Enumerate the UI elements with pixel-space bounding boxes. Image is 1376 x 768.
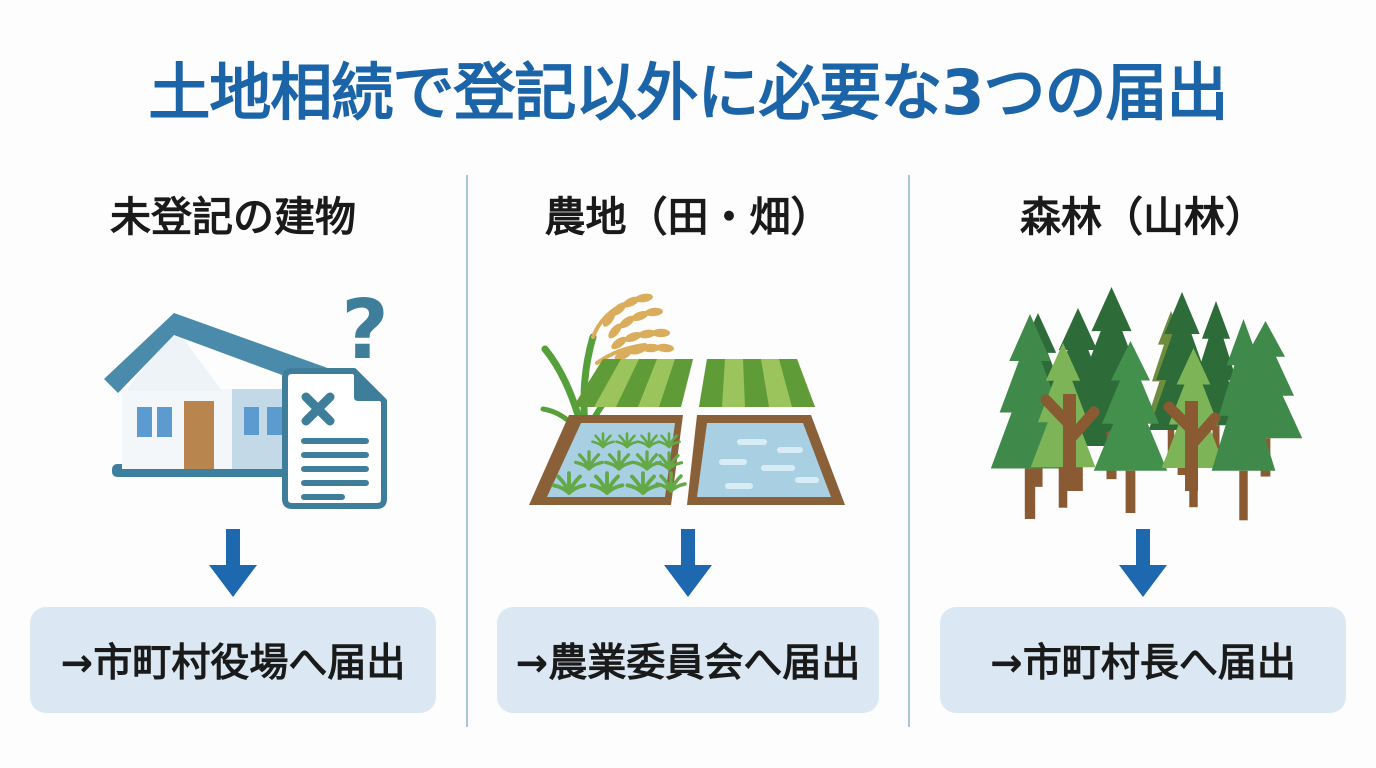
green-field-right bbox=[699, 359, 815, 407]
result-box-municipal-office: →市町村役場へ届出 bbox=[30, 607, 436, 713]
house-roof bbox=[104, 313, 336, 393]
branch-trunk-icon bbox=[1040, 394, 1100, 491]
house-window bbox=[137, 407, 152, 437]
house-door bbox=[184, 401, 214, 469]
column-unregistered-building: 未登記の建物 ? bbox=[0, 175, 466, 730]
house-icon bbox=[104, 313, 336, 477]
house-window bbox=[244, 407, 259, 435]
unregistered-house-icon: ? bbox=[68, 271, 398, 521]
water-field-icon bbox=[687, 415, 845, 505]
column-header: 森林（山林） bbox=[1020, 193, 1266, 241]
column-forest: 森林（山林） bbox=[910, 175, 1376, 730]
farmland-illustration bbox=[529, 292, 845, 505]
column-header: 農地（田・畑） bbox=[544, 193, 832, 241]
house-window bbox=[267, 407, 282, 435]
document-icon bbox=[282, 368, 387, 509]
house-question-document-illustration: ? bbox=[104, 283, 389, 509]
question-mark-icon: ? bbox=[341, 283, 389, 378]
forest-icon bbox=[978, 271, 1308, 521]
forest-illustration bbox=[990, 287, 1303, 521]
result-box-agricultural-committee: →農業委員会へ届出 bbox=[496, 607, 880, 713]
down-arrow-icon bbox=[658, 521, 718, 607]
column-divider bbox=[466, 175, 468, 727]
down-arrow-icon bbox=[1113, 521, 1173, 607]
house-window bbox=[157, 407, 172, 437]
page-title: 土地相続で登記以外に必要な3つの届出 bbox=[148, 56, 1228, 129]
farmland-icon bbox=[523, 271, 853, 521]
columns-container: 未登記の建物 ? bbox=[0, 175, 1376, 730]
column-header: 未登記の建物 bbox=[110, 193, 356, 241]
column-farmland: 農地（田・畑） bbox=[468, 175, 908, 730]
result-box-municipal-mayor: →市町村長へ届出 bbox=[940, 607, 1346, 713]
document-text-lines bbox=[301, 438, 369, 500]
branch-trunk-icon bbox=[1163, 401, 1221, 491]
rice-paddy-icon bbox=[529, 415, 687, 505]
x-mark-icon bbox=[301, 392, 335, 426]
down-arrow-icon bbox=[203, 521, 263, 607]
green-field-left bbox=[573, 359, 693, 407]
column-divider bbox=[908, 175, 910, 727]
